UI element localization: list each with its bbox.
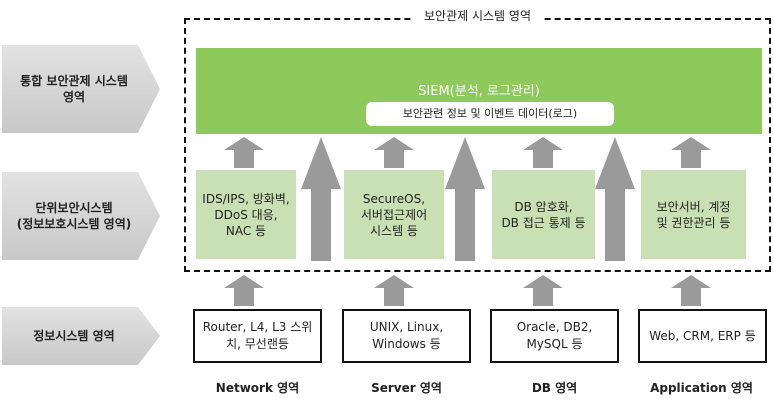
event-data-box: 보안관련 정보 및 이벤트 데이터(로그) (366, 102, 614, 126)
solution-box-application: 보안서버, 계정 및 권한관리 등 (641, 170, 746, 259)
siem-label: SIEM(분석, 로그관리) (418, 84, 540, 99)
solution-text: DB 접근 통제 등 (501, 215, 586, 230)
layer-label-unit: 단위보안시스템 (정보보호시스템 영역) (2, 172, 160, 260)
arrow-up-icon (224, 275, 264, 306)
info-system-box-db: Oracle, DB2, MySQL 등 (490, 309, 619, 363)
solution-text: NAC 등 (225, 223, 267, 238)
arrow-up-icon (374, 275, 414, 306)
solution-text: DDoS 대응, (214, 207, 278, 222)
info-system-text: UNIX, Linux, (369, 320, 444, 334)
solution-box-network: IDS/IPS, 방화벽, DDoS 대응, NAC 등 (196, 170, 296, 259)
solution-text: DB 암호화, (514, 199, 573, 214)
arrow-up-icon (523, 275, 563, 306)
info-system-text: 치, 무선랜등 (226, 337, 289, 351)
arrow-up-icon (671, 275, 711, 306)
solution-text: 시스템 등 (370, 223, 418, 238)
layer-label-info: 정보시스템 영역 (2, 307, 160, 365)
info-system-text: MySQL 등 (526, 337, 583, 351)
info-system-box-server: UNIX, Linux, Windows 등 (342, 309, 471, 363)
solution-text: 및 권한관리 등 (656, 215, 731, 230)
solution-text: 서버접근제어 (360, 207, 428, 222)
info-system-text: Router, L4, L3 스위 (202, 320, 313, 334)
layer-label-integrated-line1: 통합 보안관제 시스템 (20, 74, 128, 88)
info-system-text: Windows 등 (372, 337, 441, 351)
domain-label-application: Application 영역 (650, 381, 753, 395)
solution-text: SecureOS, (362, 191, 426, 206)
info-system-box-network: Router, L4, L3 스위 치, 무선랜등 (193, 309, 322, 363)
info-system-text: Oracle, DB2, (516, 320, 593, 334)
solution-text: IDS/IPS, 방화벽, (202, 191, 290, 206)
info-system-text: Web, CRM, ERP 등 (649, 328, 756, 343)
solution-text: 보안서버, 계정 (656, 199, 731, 214)
system-title: 보안관제 시스템 영역 (411, 6, 544, 26)
domain-label-server: Server 영역 (371, 381, 442, 395)
solution-box-server: SecureOS, 서버접근제어 시스템 등 (344, 170, 444, 259)
domain-label-db: DB 영역 (531, 381, 578, 395)
domain-label-network: Network 영역 (215, 381, 300, 395)
layer-label-unit-line2: (정보보호시스템 영역) (16, 217, 132, 231)
layer-label-unit-line1: 단위보안시스템 (35, 201, 113, 215)
info-system-box-application: Web, CRM, ERP 등 (638, 309, 767, 363)
layer-label-info-line1: 정보시스템 영역 (33, 329, 115, 343)
solution-box-db: DB 암호화, DB 접근 통제 등 (492, 170, 595, 259)
layer-label-integrated: 통합 보안관제 시스템 영역 (2, 45, 160, 133)
layer-label-integrated-line2: 영역 (62, 90, 86, 104)
